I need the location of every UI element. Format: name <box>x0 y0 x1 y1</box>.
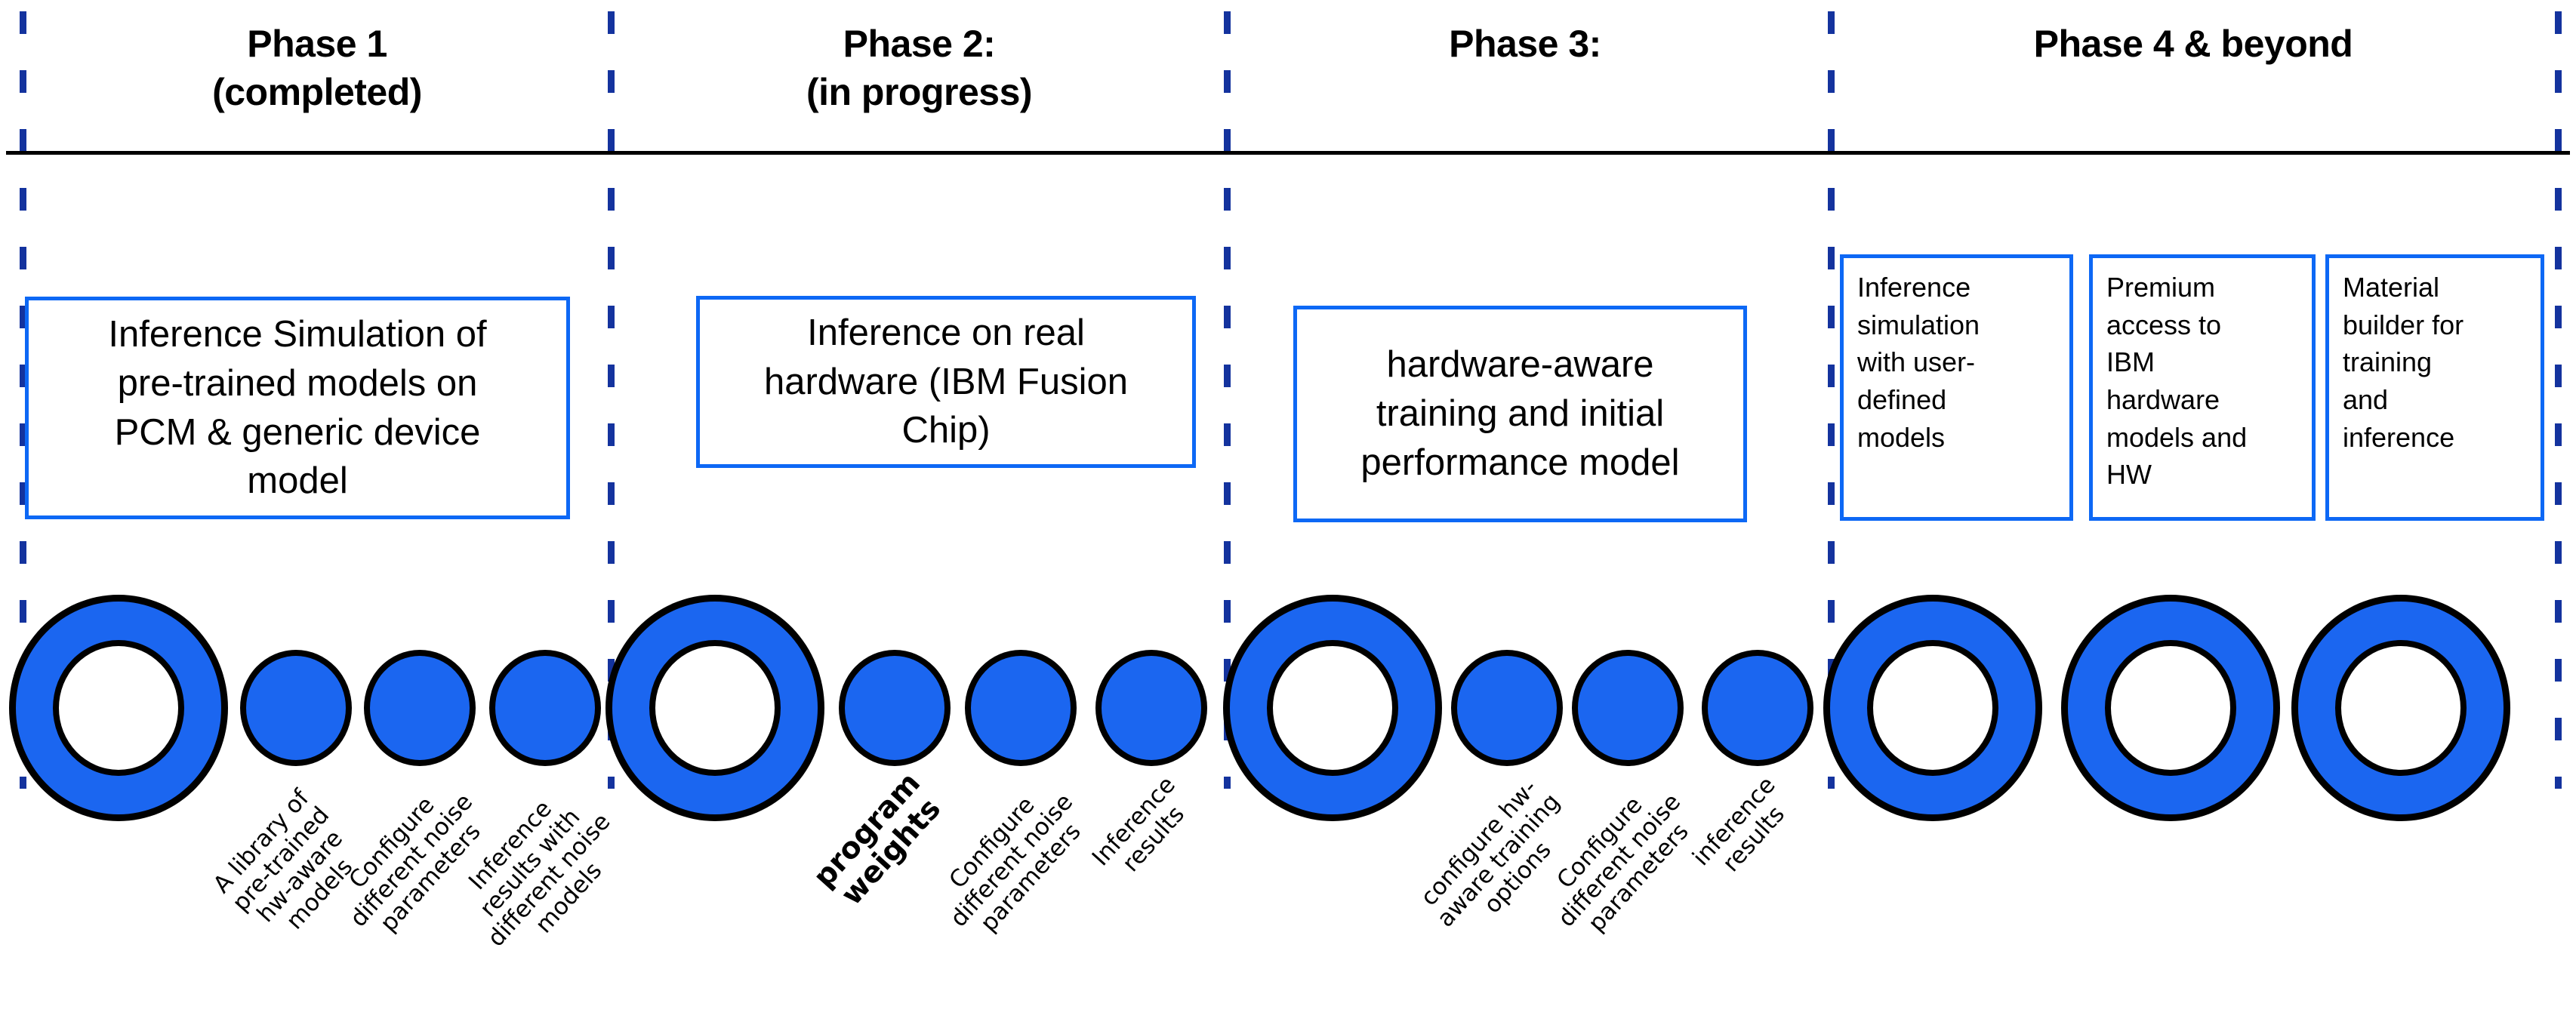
phase-2-dot-2 <box>965 650 1077 766</box>
phase-1-dot-2 <box>364 650 476 766</box>
ring-hole <box>1267 640 1398 776</box>
phase-1-ring-milestone <box>9 595 228 821</box>
timeline-line <box>6 151 2570 155</box>
phase-4-feature-box-2: Premium access to IBM hardware models an… <box>2089 254 2316 521</box>
phase-3-dot-2-label: Configure different noise parameters <box>1551 788 1695 937</box>
phase-3-dot-3-label: inference results <box>1687 771 1790 878</box>
phase-2-dot-1 <box>839 650 951 766</box>
phase-2-header: Phase 2: (in progress) <box>806 23 1033 113</box>
phase-1-header: Phase 1 (completed) <box>212 23 422 113</box>
ring-hole <box>2105 640 2236 776</box>
phase-1-feature-text: Inference Simulation of pre-trained mode… <box>108 314 487 502</box>
phase-3-header: Phase 3: <box>1449 23 1601 65</box>
phase-2-dot-3-label: Inference results <box>1086 771 1190 878</box>
phase-separator-4 <box>1828 11 1835 789</box>
phase-separator-3 <box>1224 11 1231 789</box>
phase-separator-1 <box>20 11 26 789</box>
phase-1-dot-1-label: A library of pre-trained hw-aware models <box>208 784 359 935</box>
phase-3-ring-milestone <box>1223 595 1442 821</box>
phase-1-feature-box: Inference Simulation of pre-trained mode… <box>25 297 570 519</box>
phase-4-feature-text-1: Inference simulation with user- defined … <box>1857 272 1980 453</box>
phase-4-header: Phase 4 & beyond <box>2033 23 2353 65</box>
phase-3-dot-2 <box>1572 650 1684 766</box>
phase-1-dot-3 <box>489 650 601 766</box>
phase-4-ring-milestone-1 <box>1823 595 2042 821</box>
phase-2-feature-text: Inference on real hardware (IBM Fusion C… <box>763 312 1128 451</box>
phase-3-dot-1 <box>1451 650 1563 766</box>
ring-hole <box>2335 640 2467 776</box>
phase-4-feature-box-3: Material builder for training and infere… <box>2325 254 2544 521</box>
phase-4-feature-text-3: Material builder for training and infere… <box>2343 272 2464 453</box>
phase-3-feature-text: hardware-aware training and initial perf… <box>1360 344 1680 483</box>
phase-2-dot-2-label: Configure different noise parameters <box>944 788 1087 937</box>
phase-separator-2 <box>608 11 615 789</box>
phase-3-dot-3 <box>1702 650 1813 766</box>
ring-hole <box>1867 640 1998 776</box>
phase-4-feature-box-1: Inference simulation with user- defined … <box>1840 254 2073 521</box>
ring-hole <box>53 640 184 776</box>
phase-3-dot-1-label: configure hw- aware training options <box>1415 774 1566 933</box>
phase-4-ring-milestone-2 <box>2061 595 2280 821</box>
phase-separator-5 <box>2555 11 2562 789</box>
phase-2-dot-3 <box>1095 650 1207 766</box>
phase-2-feature-box: Inference on real hardware (IBM Fusion C… <box>696 296 1196 468</box>
phase-1-dot-1 <box>240 650 352 766</box>
phase-4-ring-milestone-3 <box>2291 595 2510 821</box>
phase-3-feature-box: hardware-aware training and initial perf… <box>1293 306 1747 522</box>
ring-hole <box>649 640 781 776</box>
phase-4-feature-text-2: Premium access to IBM hardware models an… <box>2106 272 2248 491</box>
phase-2-ring-milestone <box>605 595 824 821</box>
